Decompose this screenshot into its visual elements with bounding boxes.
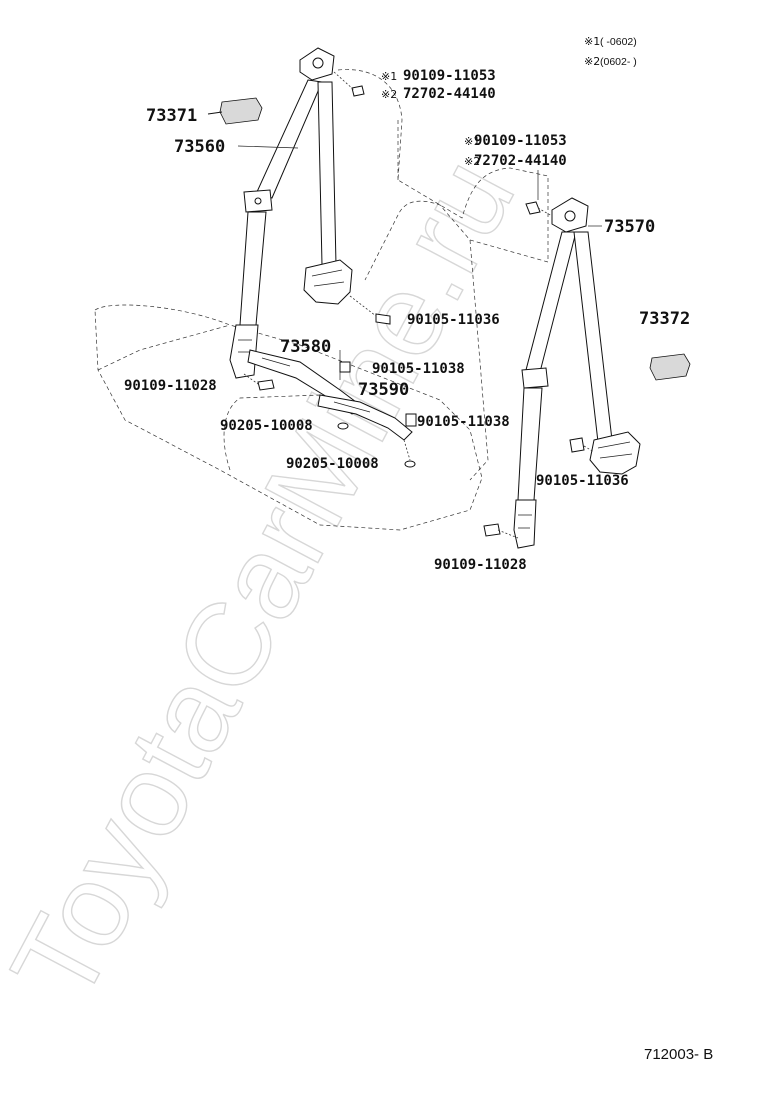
label-left-anchor-nut-mark: ※2 <box>381 88 397 101</box>
label-center-bolt-lower: 90105-11038 <box>417 414 510 430</box>
left-top-anchor <box>299 47 335 81</box>
right-webbing-upper <box>525 231 577 373</box>
left-retractor-bolt <box>375 313 391 325</box>
center-bolt-lower <box>405 413 417 427</box>
label-left-retractor-bolt: 90105-11036 <box>407 312 500 328</box>
label-left-floor-bolt: 90109-11028 <box>124 378 217 394</box>
right-retractor-bolt-leader <box>583 445 595 453</box>
left-floor-anchor-detail <box>238 339 252 353</box>
right-top-anchor <box>551 197 589 233</box>
left-floor-bolt <box>257 379 275 391</box>
left-retractor-detail <box>311 269 345 287</box>
right-floor-bolt-leader <box>497 529 519 539</box>
washer-lower-leader <box>403 439 411 461</box>
right-anchor-bolt <box>525 201 541 215</box>
watermark-text: ToyotaCarMine.ru <box>0 138 540 1022</box>
left-retractor <box>303 259 353 305</box>
legend-note2-text: (0602- ) <box>600 56 637 68</box>
right-webbing-to-retractor <box>573 231 613 443</box>
washer-upper <box>337 422 349 430</box>
left-belt-guide-hole <box>254 197 262 205</box>
left-webbing-upper <box>255 79 323 199</box>
version-legend: ※1 ( -0602) ※2 (0602- ) <box>584 35 637 68</box>
label-left-cover: 73371 <box>146 106 197 126</box>
left-anchor-bolt-leader <box>333 71 355 91</box>
center-buckle-detail <box>261 357 371 413</box>
right-floor-anchor-plate <box>513 499 537 549</box>
label-right-anchor-nut: 72702-44140 <box>474 153 567 169</box>
label-left-anchor-bolt-mark: ※1 <box>381 70 397 83</box>
part-labels: ※1 90109-11053 ※2 72702-44140 73371 7356… <box>124 68 690 573</box>
legend-note2-mark: ※2 <box>584 55 600 68</box>
left-floor-anchor-plate <box>229 324 259 379</box>
fasteners <box>237 71 602 539</box>
left-belt-leader <box>237 145 299 149</box>
label-center-buckle-right: 73590 <box>358 380 409 400</box>
legend-note1-mark: ※1 <box>584 35 600 48</box>
right-floor-anchor-detail <box>518 514 532 529</box>
right-retractor-bolt <box>569 437 585 453</box>
label-right-anchor-nut-mark: ※2 <box>464 155 480 168</box>
right-top-anchor-hole <box>564 210 576 222</box>
label-left-anchor-bolt: 90109-11053 <box>403 68 496 84</box>
seat-back-side <box>469 239 489 481</box>
label-right-cover: 73372 <box>639 309 690 329</box>
right-cover-shape <box>649 353 691 381</box>
label-right-anchor-bolt-mark: ※1 <box>464 135 480 148</box>
label-right-floor-bolt: 90109-11028 <box>434 557 527 573</box>
label-right-belt: 73570 <box>604 217 655 237</box>
seat-cushion-crease <box>223 394 321 471</box>
left-anchor-bolt <box>351 85 365 97</box>
diagram-reference-code: 712003- B <box>644 1046 713 1063</box>
rear-seat-outline <box>94 69 549 531</box>
left-floor-bolt-leader <box>243 373 259 385</box>
left-retractor-bolt-leader <box>349 295 377 317</box>
left-cover-shape <box>219 97 263 125</box>
left-belt-guide <box>243 189 273 213</box>
label-center-bolt-upper: 90105-11038 <box>372 361 465 377</box>
label-left-belt: 73560 <box>174 137 225 157</box>
seat-cushion-edge <box>97 324 231 371</box>
label-left-anchor-nut: 72702-44140 <box>403 86 496 102</box>
label-center-buckle-left: 73580 <box>280 337 331 357</box>
right-belt-guide <box>521 367 549 389</box>
label-washer-lower: 90205-10008 <box>286 456 379 472</box>
center-bolt-upper <box>339 361 351 373</box>
right-retractor-detail <box>597 441 633 459</box>
left-cover-part <box>207 97 263 125</box>
right-floor-bolt <box>483 523 501 537</box>
left-top-anchor-hole <box>312 57 324 69</box>
label-washer-upper: 90205-10008 <box>220 418 313 434</box>
watermark: ToyotaCarMine.ru <box>0 137 541 1023</box>
label-right-anchor-bolt: 90109-11053 <box>474 133 567 149</box>
left-webbing-lower <box>239 211 267 326</box>
left-cover-leader <box>207 111 223 115</box>
seat-back-outline <box>337 69 549 281</box>
legend-note1-text: ( -0602) <box>600 36 637 48</box>
seat-cushion-outline <box>94 304 483 531</box>
washer-lower <box>404 460 416 468</box>
right-anchor-bolt-leader <box>537 207 553 217</box>
right-seat-belt-assembly <box>513 197 641 549</box>
left-seat-belt-assembly <box>229 47 353 379</box>
left-webbing-to-retractor <box>317 81 337 266</box>
right-cover-part <box>649 353 691 381</box>
label-right-retractor-bolt: 90105-11036 <box>536 473 629 489</box>
